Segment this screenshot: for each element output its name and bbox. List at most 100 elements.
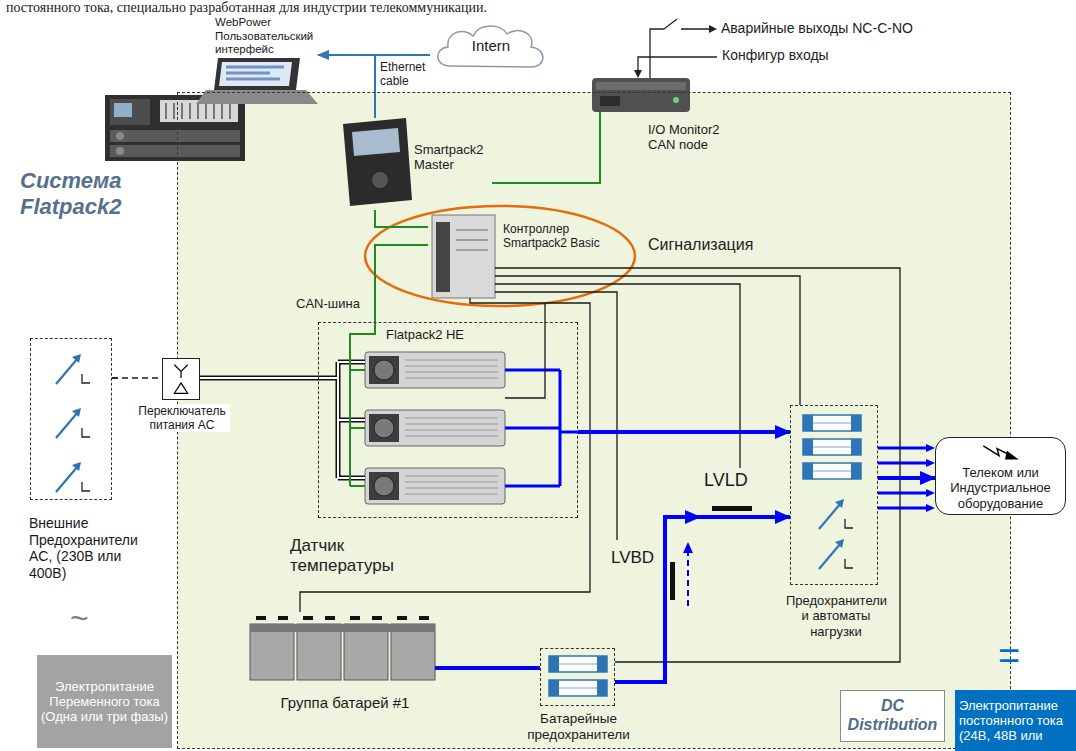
config-input-wire bbox=[638, 57, 717, 72]
fuse-symbol bbox=[803, 415, 861, 431]
rack-photo bbox=[114, 103, 132, 117]
telecom-equipment-text: Телеком или Индустриальное оборудование bbox=[936, 465, 1065, 511]
battery-illustration bbox=[297, 624, 341, 680]
rack-photo bbox=[105, 95, 245, 161]
rectifier-module bbox=[369, 472, 399, 500]
connector-line bbox=[375, 210, 428, 227]
cloud-node: Intern bbox=[430, 20, 552, 72]
rack-photo bbox=[110, 130, 240, 142]
rack-photo bbox=[116, 132, 124, 140]
controller-device bbox=[436, 222, 450, 292]
battery-illustration bbox=[256, 616, 429, 620]
lvbd-contactor-symbol bbox=[683, 542, 693, 553]
basic-controller-text: Контроллер Smartpack2 Basic bbox=[503, 222, 600, 250]
cloud-node-text: Intern bbox=[472, 37, 510, 55]
system-frame-text: Система Flatpack2 bbox=[20, 168, 170, 220]
config-input-wire bbox=[634, 70, 642, 78]
ac-switch: Переключатель питания AC bbox=[162, 358, 200, 400]
telecom-feed-arrows bbox=[926, 504, 935, 512]
telecom-feed-arrows bbox=[878, 444, 935, 512]
controller-device bbox=[432, 215, 495, 298]
rectifier-module bbox=[365, 468, 505, 504]
basic-controller: Контроллер Smartpack2 Basic bbox=[428, 213, 600, 306]
ac-supply: Электропитание Переменного тока (Одна ил… bbox=[37, 655, 172, 748]
ac-input-wire bbox=[318, 362, 365, 478]
battery-illustration bbox=[435, 666, 450, 670]
laptop bbox=[226, 67, 284, 79]
connector-line bbox=[600, 292, 617, 540]
connector bbox=[665, 517, 700, 540]
rack-photo bbox=[110, 145, 240, 157]
highlight-ellipse bbox=[365, 206, 635, 306]
rack-photo bbox=[116, 147, 124, 155]
io-device bbox=[592, 78, 690, 112]
connector bbox=[765, 517, 790, 518]
master-controller-text: Smartpack2 Master bbox=[414, 142, 490, 173]
fuse-symbol bbox=[549, 656, 607, 672]
rectifier-module bbox=[369, 356, 399, 384]
connector bbox=[318, 55, 375, 118]
fuse-symbol bbox=[803, 439, 861, 455]
ac-fuse-group: Внешние Предохранители AC, (230В или 400… bbox=[30, 338, 112, 500]
breaker-symbol bbox=[819, 499, 853, 529]
master-device bbox=[352, 128, 400, 156]
rack-photo bbox=[105, 95, 245, 161]
lvbd-contactor-symbol bbox=[663, 540, 667, 615]
lvbd-contactor: LVBD bbox=[610, 540, 690, 615]
connector-label: CAN-шина bbox=[296, 296, 368, 311]
telecom-equipment: Телеком или Индустриальное оборудование bbox=[935, 437, 1066, 515]
battery-group-text: Группа батарей #1 bbox=[240, 694, 450, 712]
connector bbox=[200, 378, 318, 379]
fuse-symbol bbox=[803, 463, 861, 479]
breaker-symbol bbox=[56, 354, 90, 384]
can-bus-wire bbox=[350, 322, 375, 486]
breaker-symbol bbox=[56, 408, 90, 438]
connector bbox=[600, 276, 800, 405]
master-device bbox=[343, 118, 412, 206]
laptop bbox=[214, 58, 300, 90]
lvbd-contactor-symbol bbox=[687, 552, 689, 606]
load-distribution: Предохранители и автоматы нагрузки bbox=[790, 405, 878, 585]
fuse-symbol bbox=[549, 680, 607, 696]
load-distribution-text: Предохранители и автоматы нагрузки bbox=[786, 593, 886, 639]
connector-line bbox=[544, 306, 545, 322]
connector bbox=[578, 432, 790, 433]
rectifier-group: Flatpack2 HE bbox=[318, 322, 578, 518]
dc-symbol: = bbox=[998, 634, 1038, 679]
rectifier-module bbox=[365, 410, 505, 446]
lvld-contactor-symbol bbox=[712, 506, 752, 511]
connector bbox=[112, 378, 162, 379]
computer-node-text: WebPower Пользовательский интерфейс bbox=[215, 16, 315, 57]
dc-distribution-text: DC Distribution bbox=[841, 697, 944, 735]
ac-fuse-group-text: Внешние Предохранители AC, (230В или 400… bbox=[29, 515, 147, 581]
sensor-label: Датчик температуры bbox=[290, 536, 420, 576]
signal-wire bbox=[505, 322, 545, 398]
telecom-feed-arrows bbox=[926, 459, 935, 467]
connector-line bbox=[318, 55, 375, 118]
ac-switch-shape bbox=[174, 383, 187, 393]
lvld-contactor-symbol bbox=[700, 506, 765, 517]
breaker-symbol bbox=[819, 539, 853, 569]
connector-line bbox=[665, 517, 700, 540]
system-frame: Система Flatpack2Smartpack2 MasterКонтро… bbox=[178, 93, 1010, 748]
dc-distribution: DC Distribution bbox=[840, 690, 945, 742]
connector-line bbox=[600, 276, 800, 405]
rectifier-module bbox=[405, 476, 498, 494]
rack-photo bbox=[166, 103, 230, 119]
laptop bbox=[196, 90, 318, 104]
connector bbox=[600, 268, 900, 662]
io-device bbox=[673, 97, 679, 103]
connector-line bbox=[492, 160, 600, 183]
lvld-contactor-text: LVLD bbox=[704, 470, 764, 491]
telecom-feed-arrows bbox=[926, 444, 935, 452]
laptop bbox=[196, 58, 318, 104]
rectifier-module bbox=[374, 360, 394, 380]
connector-line bbox=[600, 268, 900, 662]
rack-photo bbox=[110, 99, 150, 125]
cloud-node-shape bbox=[438, 26, 543, 67]
connector bbox=[450, 668, 540, 669]
connector-line bbox=[112, 377, 162, 379]
connector-line bbox=[200, 376, 318, 381]
battery-group: Группа батарей #1 bbox=[240, 612, 450, 722]
battery-illustration bbox=[250, 624, 435, 632]
